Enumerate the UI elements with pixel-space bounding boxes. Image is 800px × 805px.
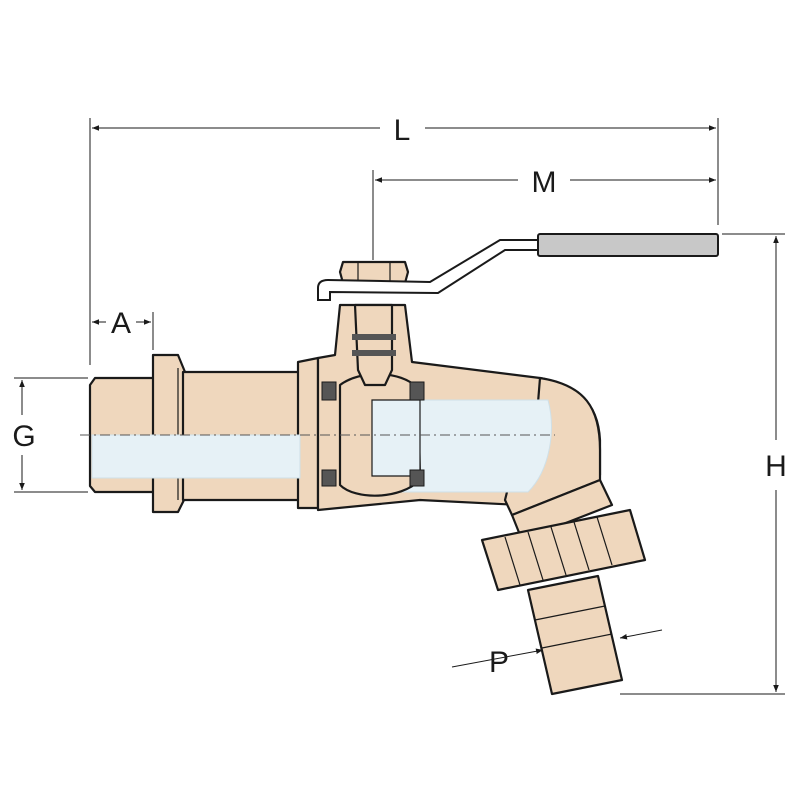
label-A: A <box>111 307 131 340</box>
stem-oring-1 <box>352 334 396 340</box>
label-H: H <box>765 450 787 483</box>
seat-gasket-top-left <box>321 381 337 401</box>
ball-bore <box>371 399 421 477</box>
body-collar <box>296 356 320 510</box>
label-P: P <box>489 646 509 679</box>
flow-bore <box>91 434 301 479</box>
label-G: G <box>12 420 35 453</box>
stem-oring-2 <box>352 350 396 356</box>
dimension-lines: L M A G H P <box>12 114 787 695</box>
hex-flange <box>151 353 187 514</box>
knurl-lines <box>504 516 613 586</box>
outlet-assembly <box>480 478 647 696</box>
dimension-P-left <box>451 648 544 668</box>
dimension-P-right <box>619 629 663 640</box>
label-M: M <box>532 166 557 199</box>
seat-gasket-bottom-left <box>321 469 337 487</box>
hose-barb <box>526 574 624 696</box>
valve-body <box>88 260 602 517</box>
handle <box>317 233 719 301</box>
handle-grip <box>537 233 719 257</box>
knurled-nut <box>480 508 647 592</box>
seat-gasket-top-right <box>409 381 425 401</box>
label-L: L <box>394 114 411 147</box>
seat-gasket-bottom-right <box>409 469 425 487</box>
handle-lever <box>317 239 541 301</box>
stem <box>353 303 394 387</box>
